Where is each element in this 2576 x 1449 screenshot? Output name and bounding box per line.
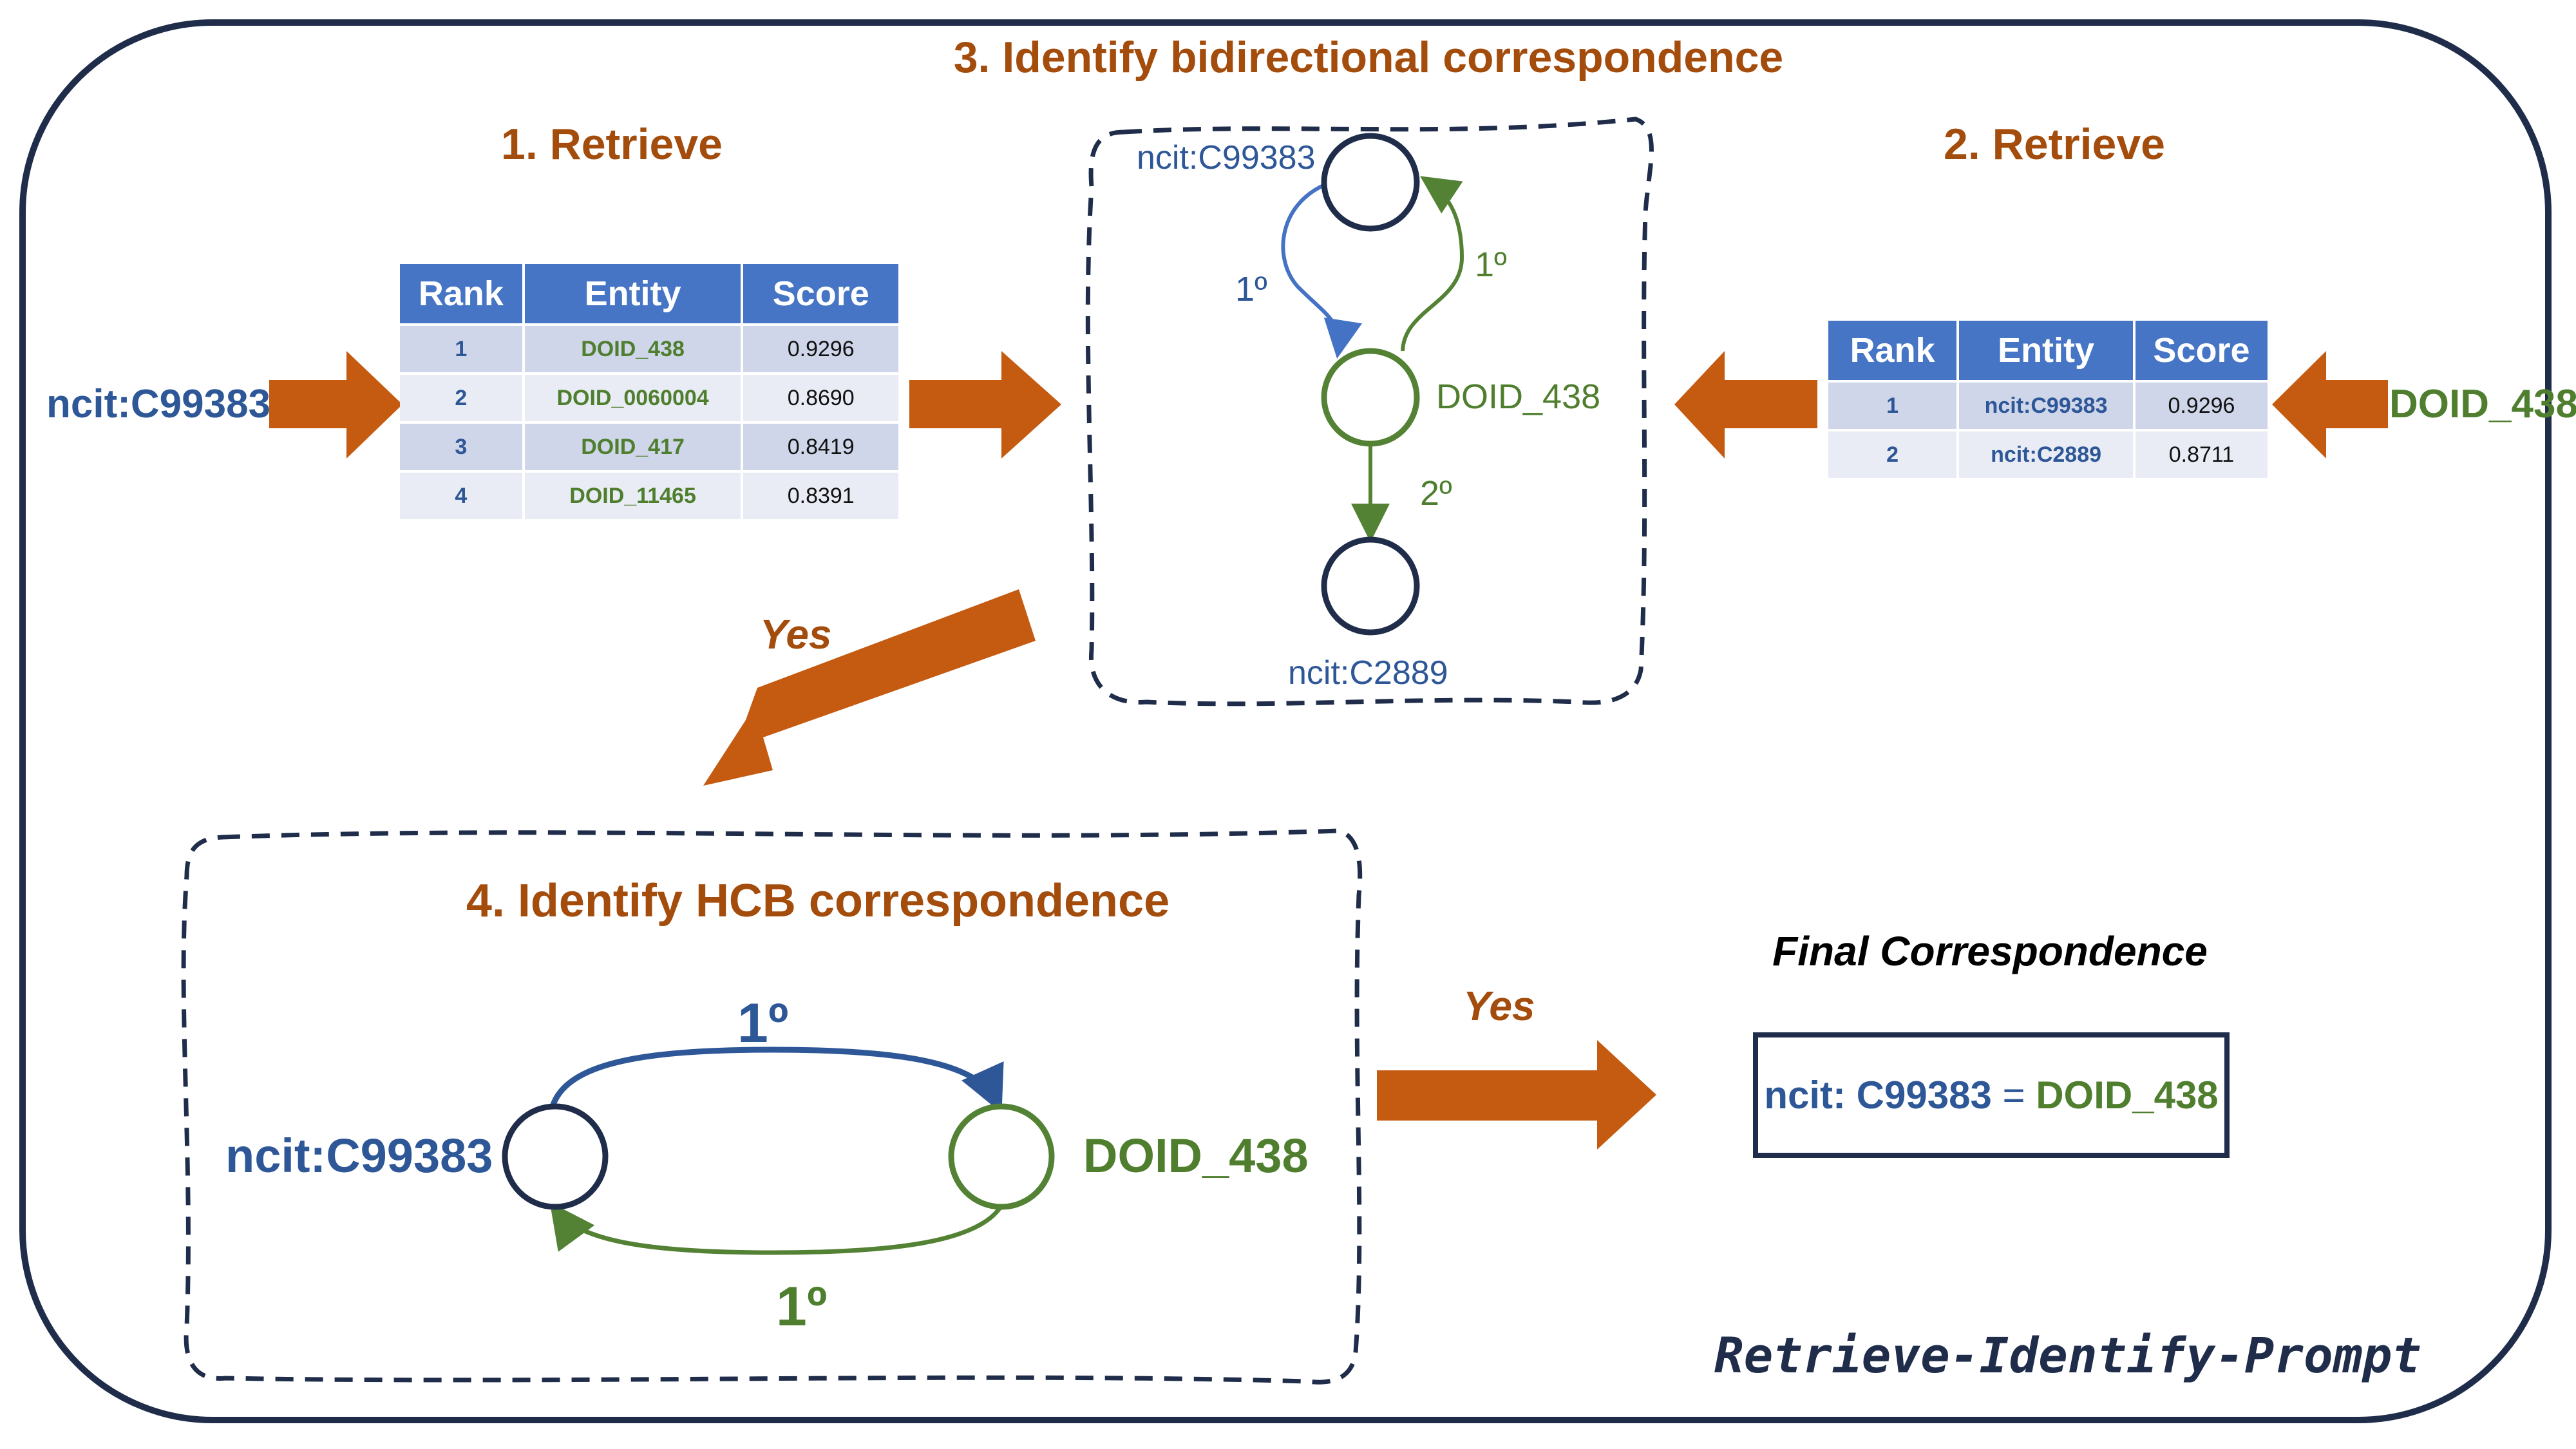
table1-score-cell: 0.9296: [743, 326, 898, 372]
graph4-edge-bottom-label: 1º: [776, 1276, 828, 1338]
table1-score-cell: 0.8690: [743, 375, 898, 421]
final-left-entity: ncit: C99383: [1764, 1074, 1992, 1117]
arrow-table2-to-graph: [1674, 351, 1817, 459]
table1-header-rank: Rank: [400, 264, 522, 323]
table-row: 2 ncit:C2889 0.8711: [1828, 431, 2268, 478]
retrieval-table-2: Rank Entity Score 1 ncit:C99383 0.9296 2…: [1826, 318, 2270, 480]
graph3-node-bottom-label: ncit:C2889: [1288, 654, 1448, 692]
node-c2889: [1321, 536, 1420, 636]
table2-entity-cell: ncit:C99383: [1959, 383, 2133, 429]
edge-green-doid438-to-c99383: [1401, 176, 1464, 352]
arrow-input-left: [269, 351, 402, 459]
method-name-label: Retrieve-Identify-Prompt: [1714, 1327, 2421, 1384]
step3-dashed-box: [1085, 117, 1654, 706]
table1-entity-cell: DOID_417: [524, 424, 741, 470]
graph4-node-right-label: DOID_438: [1083, 1129, 1309, 1182]
table1-entity-cell: DOID_0060004: [524, 375, 741, 421]
graph3-edge-blue-label: 1º: [1235, 270, 1267, 308]
table1-rank-cell: 3: [400, 424, 522, 470]
table1-rank-cell: 4: [400, 473, 522, 519]
table1-rank-cell: 1: [400, 326, 522, 372]
graph4-edge-top-label: 1º: [737, 992, 789, 1054]
table1-entity-cell: DOID_11465: [524, 473, 741, 519]
node-c99383-hcb: [502, 1103, 609, 1210]
title-step4: 4. Identify HCB correspondence: [466, 875, 1170, 927]
yes-label-first: Yes: [760, 611, 832, 658]
node-doid438-hcb: [948, 1103, 1055, 1210]
edge-green-doid438-to-c99383-hcb: [549, 1202, 1003, 1255]
table2-score-cell: 0.9296: [2135, 383, 2268, 429]
table-row: 3 DOID_417 0.8419: [400, 424, 898, 470]
input-left-label: ncit:C99383: [46, 382, 271, 426]
table2-header-entity: Entity: [1959, 321, 2133, 380]
input-right-label: DOID_438: [2389, 382, 2576, 426]
yes-label-second: Yes: [1463, 983, 1535, 1029]
table2-entity-cell: ncit:C2889: [1959, 431, 2133, 478]
final-correspondence-box: ncit: C99383 = DOID_438: [1753, 1032, 2230, 1158]
table2-header-score: Score: [2135, 321, 2268, 380]
graph3-node-mid-label: DOID_438: [1436, 377, 1601, 416]
table1-entity-cell: DOID_438: [524, 326, 741, 372]
outer-frame: [19, 19, 2552, 1423]
graph3-edge-green-down-label: 2º: [1420, 474, 1452, 513]
arrow-table1-to-graph: [909, 351, 1061, 459]
table2-rank-cell: 2: [1828, 431, 1957, 478]
title-step3: 3. Identify bidirectional correspondence: [953, 33, 1784, 82]
node-doid438: [1321, 348, 1420, 447]
arrow-yes-to-final: [1377, 1040, 1656, 1150]
retrieval-table-1: Rank Entity Score 1 DOID_438 0.9296 2 DO…: [397, 261, 901, 522]
table2-header-rank: Rank: [1828, 321, 1957, 380]
table-row: 4 DOID_11465 0.8391: [400, 473, 898, 519]
table1-score-cell: 0.8419: [743, 424, 898, 470]
graph3-edge-green-up-label: 1º: [1475, 245, 1507, 284]
table1-rank-cell: 2: [400, 375, 522, 421]
table-row: 1 DOID_438 0.9296: [400, 326, 898, 372]
final-correspondence-title: Final Correspondence: [1772, 928, 2208, 974]
table1-header-score: Score: [743, 264, 898, 323]
table2-score-cell: 0.8711: [2135, 431, 2268, 478]
graph4-node-left-label: ncit:C99383: [225, 1129, 493, 1182]
arrow-input-right: [2272, 351, 2388, 459]
table-row: 1 ncit:C99383 0.9296: [1828, 383, 2268, 429]
edge-blue-c99383-to-doid438-hcb: [549, 1046, 1004, 1113]
table2-rank-cell: 1: [1828, 383, 1957, 429]
node-c99383: [1321, 133, 1420, 232]
arrow-yes-diagonal: [703, 589, 1036, 786]
table-row: 2 DOID_0060004 0.8690: [400, 375, 898, 421]
final-equals-sign: =: [1991, 1074, 2036, 1117]
table1-header-entity: Entity: [524, 264, 741, 323]
final-right-entity: DOID_438: [2036, 1074, 2219, 1117]
edge-blue-c99383-to-doid438: [1281, 180, 1362, 359]
table1-score-cell: 0.8391: [743, 473, 898, 519]
title-step2: 2. Retrieve: [1944, 120, 2165, 169]
graph3-node-top-label: ncit:C99383: [1137, 139, 1316, 176]
title-step1: 1. Retrieve: [501, 120, 723, 169]
